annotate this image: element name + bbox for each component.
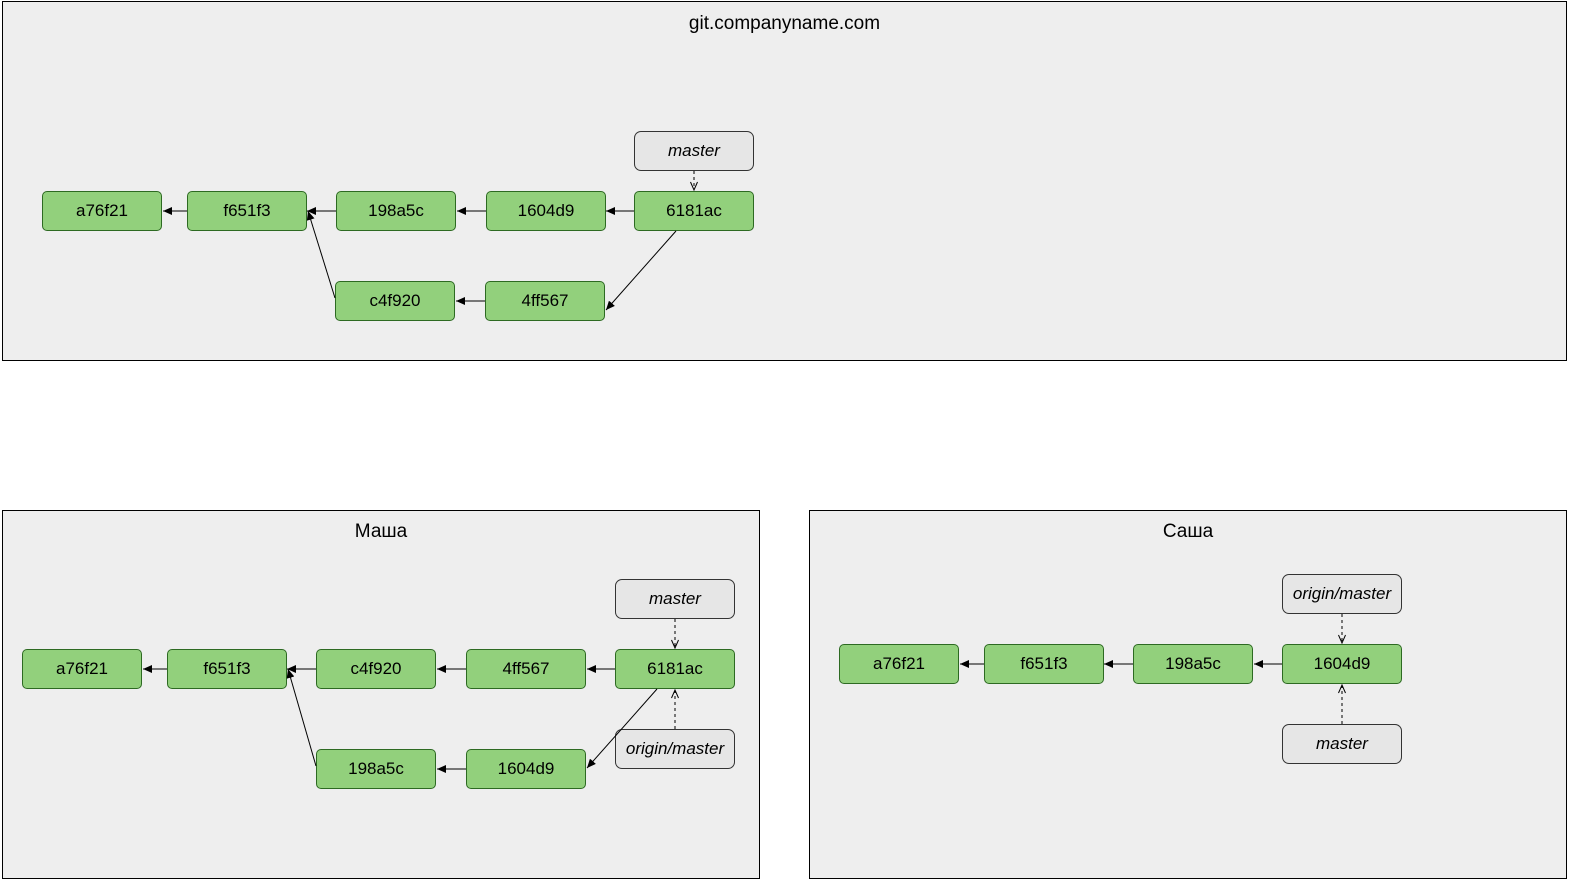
commit-node[interactable]: a76f21 [839,644,959,684]
commit-node[interactable]: 198a5c [1133,644,1253,684]
commit-node[interactable]: 198a5c [316,749,436,789]
commit-node[interactable]: c4f920 [335,281,455,321]
branch-ref-origin-master[interactable]: origin/master [1282,574,1402,614]
commit-node[interactable]: 4ff567 [485,281,605,321]
sasha-repo-panel: Саша [809,510,1567,879]
commit-node[interactable]: f651f3 [167,649,287,689]
commit-node[interactable]: 1604d9 [486,191,606,231]
branch-ref-master[interactable]: master [634,131,754,171]
commit-node[interactable]: a76f21 [22,649,142,689]
branch-ref-origin-master[interactable]: origin/master [615,729,735,769]
sasha-repo-title: Саша [1162,521,1214,542]
commit-node[interactable]: 1604d9 [1282,644,1402,684]
masha-repo-panel: Маша [2,510,760,879]
commit-node[interactable]: 1604d9 [466,749,586,789]
commit-node[interactable]: f651f3 [187,191,307,231]
remote-repo-panel: git.companyname.com [2,1,1567,361]
remote-repo-title: git.companyname.com [688,13,881,34]
commit-node[interactable]: 4ff567 [466,649,586,689]
commit-node[interactable]: a76f21 [42,191,162,231]
branch-ref-master[interactable]: master [615,579,735,619]
commit-node[interactable]: f651f3 [984,644,1104,684]
commit-node[interactable]: 198a5c [336,191,456,231]
commit-node[interactable]: 6181ac [634,191,754,231]
commit-node[interactable]: 6181ac [615,649,735,689]
branch-ref-master[interactable]: master [1282,724,1402,764]
masha-repo-title: Маша [354,521,408,542]
commit-node[interactable]: c4f920 [316,649,436,689]
